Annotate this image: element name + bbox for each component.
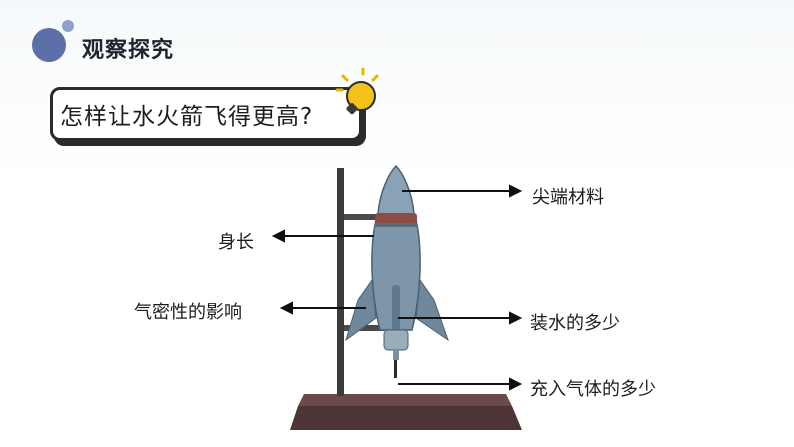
stand-pole — [337, 168, 344, 396]
label-water-amount: 装水的多少 — [530, 313, 620, 334]
rocket-fin-right — [415, 278, 449, 342]
stand-base — [290, 406, 522, 430]
rocket-nose — [377, 164, 415, 215]
rocket-nozzle — [383, 329, 409, 351]
label-air-amount: 充入气体的多少 — [530, 379, 656, 400]
label-body-length: 身长 — [218, 232, 254, 253]
rocket-fin-center — [392, 285, 400, 333]
section-title: 观察探究 — [82, 38, 175, 63]
rocket-body — [371, 219, 421, 331]
stand-arm-top — [344, 214, 384, 220]
lightbulb-icon — [335, 67, 379, 115]
title-decoration-dot — [32, 28, 66, 62]
question-text: 怎样让水火箭飞得更高? — [60, 104, 314, 130]
label-tip-material: 尖端材料 — [532, 187, 604, 208]
question-box — [50, 87, 362, 141]
rocket-band — [375, 213, 417, 223]
stand-base-top — [298, 394, 512, 406]
label-airtightness: 气密性的影响 — [134, 302, 242, 323]
stand-arm-bottom — [344, 325, 384, 331]
title-decoration-dot-small — [62, 20, 74, 32]
launch-tube — [394, 360, 397, 378]
